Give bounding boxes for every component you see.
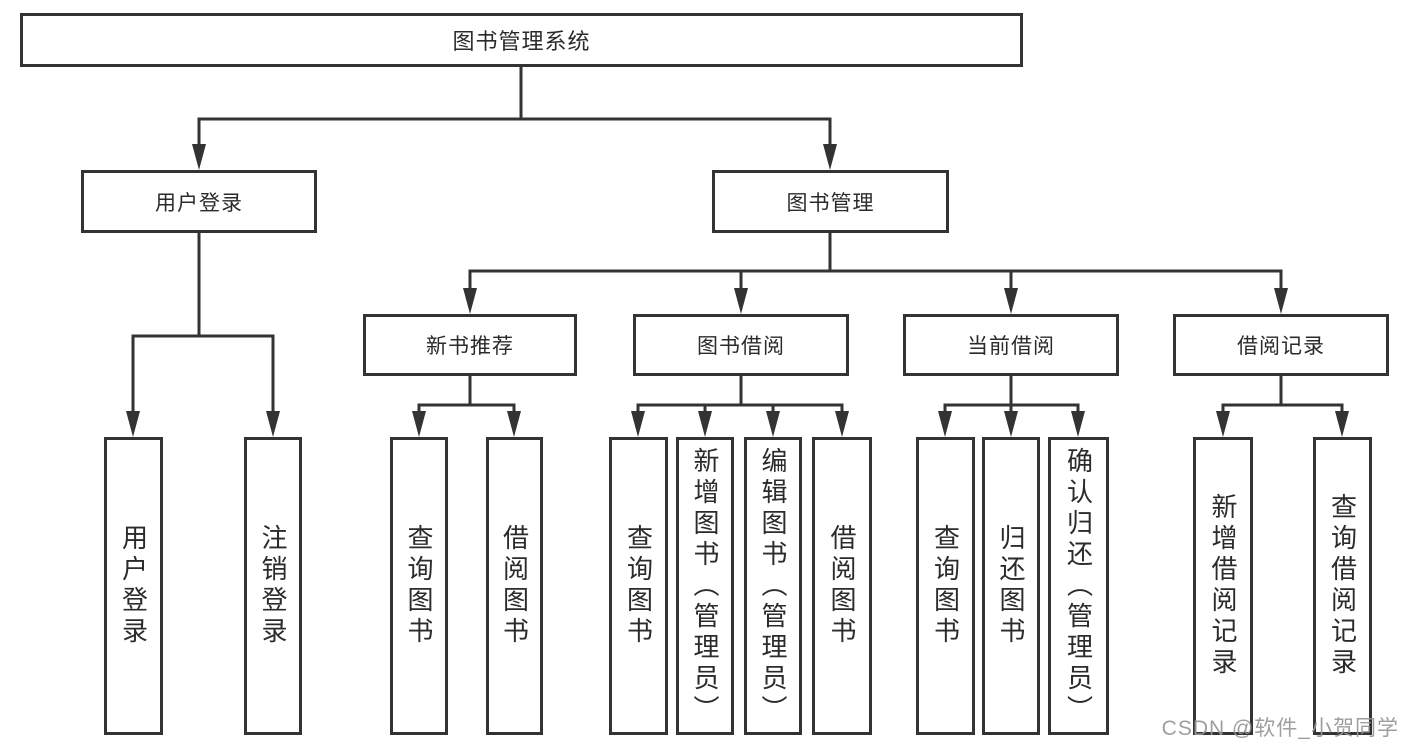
connector-book-borrowing-branch bbox=[636, 376, 844, 413]
leaf-search-books-1: 查询图书 bbox=[390, 437, 448, 735]
leaf-confirm-return-admin: 确认归还（管理员） bbox=[1048, 437, 1109, 735]
arrow-leaf-user-login bbox=[126, 411, 140, 437]
leaf-add-borrow-record-label: 新增借阅记录 bbox=[1208, 493, 1238, 679]
leaf-logout-label: 注销登录 bbox=[258, 524, 288, 648]
arrow-leaf-search-books-1 bbox=[412, 411, 426, 437]
arrow-leaf-search-record bbox=[1335, 411, 1349, 437]
arrow-user-login bbox=[192, 144, 206, 170]
node-user-login: 用户登录 bbox=[81, 170, 317, 233]
leaf-search-books-2: 查询图书 bbox=[609, 437, 668, 735]
arrow-leaf-add-record bbox=[1216, 411, 1230, 437]
leaf-borrow-books-2: 借阅图书 bbox=[812, 437, 872, 735]
leaf-search-borrow-record: 查询借阅记录 bbox=[1313, 437, 1372, 735]
arrow-leaf-add-books bbox=[698, 411, 712, 437]
arrow-current-borrowing bbox=[1004, 288, 1018, 314]
leaf-edit-books-admin: 编辑图书（管理员） bbox=[744, 437, 802, 735]
leaf-add-books-admin: 新增图书（管理员） bbox=[676, 437, 734, 735]
arrow-leaf-return-books bbox=[1004, 411, 1018, 437]
leaf-search-borrow-record-label: 查询借阅记录 bbox=[1327, 493, 1358, 679]
arrow-new-book bbox=[463, 288, 477, 314]
arrow-book-borrowing bbox=[734, 288, 748, 314]
leaf-logout: 注销登录 bbox=[244, 437, 302, 735]
leaf-confirm-return-admin-label: 确认归还（管理员） bbox=[1063, 446, 1094, 726]
connector-borrowing-records-branch bbox=[1221, 376, 1344, 413]
leaf-search-books-1-label: 查询图书 bbox=[404, 524, 434, 648]
arrow-leaf-edit-books bbox=[766, 411, 780, 437]
connector-new-book-branch bbox=[417, 376, 516, 413]
leaf-search-books-3: 查询图书 bbox=[916, 437, 975, 735]
arrow-leaf-search-books-3 bbox=[938, 411, 952, 437]
node-current-borrowing: 当前借阅 bbox=[903, 314, 1119, 376]
leaf-user-login: 用户登录 bbox=[104, 437, 163, 735]
node-book-borrowing: 图书借阅 bbox=[633, 314, 849, 376]
leaf-edit-books-admin-label: 编辑图书（管理员） bbox=[758, 446, 788, 726]
leaf-add-books-admin-label: 新增图书（管理员） bbox=[690, 446, 720, 726]
leaf-return-books-label: 归还图书 bbox=[996, 524, 1026, 648]
arrow-leaf-borrow-books-1 bbox=[507, 411, 521, 437]
arrow-leaf-logout bbox=[266, 411, 280, 437]
leaf-search-books-3-label: 查询图书 bbox=[930, 524, 961, 648]
arrow-book-management bbox=[823, 144, 837, 170]
arrow-leaf-borrow-books-2 bbox=[835, 411, 849, 437]
arrow-borrowing-records bbox=[1274, 288, 1288, 314]
arrow-leaf-search-books-2 bbox=[631, 411, 645, 437]
leaf-borrow-books-1-label: 借阅图书 bbox=[499, 524, 530, 648]
watermark: CSDN @软件_小贺同学 bbox=[1161, 717, 1399, 740]
leaf-user-login-label: 用户登录 bbox=[118, 524, 149, 648]
leaf-return-books: 归还图书 bbox=[982, 437, 1040, 735]
connector-level2-rail bbox=[197, 117, 832, 146]
leaf-add-borrow-record: 新增借阅记录 bbox=[1193, 437, 1253, 735]
leaf-borrow-books-2-label: 借阅图书 bbox=[827, 524, 857, 648]
node-borrowing-records: 借阅记录 bbox=[1173, 314, 1389, 376]
connector-book-management-branch bbox=[468, 233, 1283, 290]
node-library-management-system: 图书管理系统 bbox=[20, 13, 1023, 67]
arrow-leaf-confirm-return bbox=[1071, 411, 1085, 437]
node-new-book-recommendation: 新书推荐 bbox=[363, 314, 577, 376]
leaf-search-books-2-label: 查询图书 bbox=[623, 524, 654, 648]
connector-user-login-branch bbox=[131, 233, 275, 413]
connector-current-borrowing-branch bbox=[943, 376, 1080, 413]
leaf-borrow-books-1: 借阅图书 bbox=[486, 437, 543, 735]
node-book-management: 图书管理 bbox=[712, 170, 949, 233]
arrowheads bbox=[126, 144, 1349, 437]
